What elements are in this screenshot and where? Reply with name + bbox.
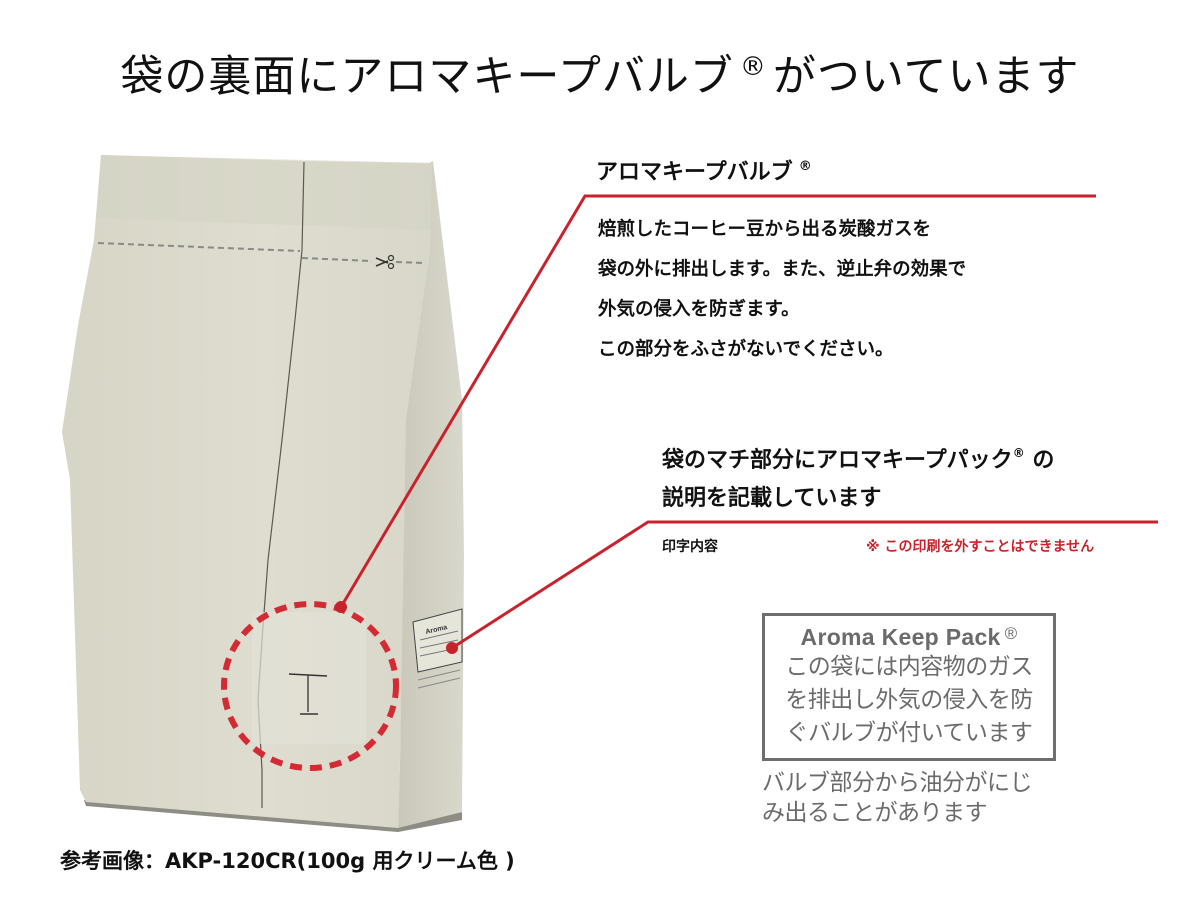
valve-highlight-circle [221,601,399,771]
bag-front-panel [62,155,432,828]
tear-line [97,242,301,252]
gusset-heading-pre: 袋のマチ部分にアロマキープパック [662,448,1013,473]
page-title: 袋の裏面にアロマキープバルブ®がついています [0,42,1200,104]
aroma-keep-pack-box: Aroma Keep Pack® この袋には内容物のガス を排出し外気の侵入を防… [762,613,1056,761]
valve-description: 焙煎したコーヒー豆から出る炭酸ガスを 袋の外に排出します。また、逆止弁の効果で … [598,210,966,370]
gusset-callout-dot [446,642,458,654]
valve-line-2: 袋の外に排出します。また、逆止弁の効果で [598,259,967,280]
valve-patch [252,612,366,744]
akp-note-line-1: バルブ部分から油分がにじ [762,770,1033,796]
valve-heading-reg: ® [798,159,812,174]
gusset-callout-line [446,520,1158,654]
bag-seam-line [257,161,305,808]
gusset-heading-reg: ® [1012,446,1025,460]
image-caption: 参考画像：AKP-120CR(100g 用クリーム色 ) [60,849,515,873]
scissors-icon [375,254,395,270]
title-main: 袋の裏面にアロマキープバルブ [120,52,734,102]
gusset-heading-line-2: 説明を記載しています [662,486,882,511]
svg-text:Aroma: Aroma [425,624,448,636]
valve-heading: アロマキープバルブ ® [596,154,812,186]
akp-title-reg: ® [1004,624,1018,643]
valve-heading-text: アロマキープバルブ [596,160,793,185]
akp-line-3: ぐバルブが付いています [785,720,1033,746]
gusset-heading-post: の [1024,448,1055,473]
side-print-label: Aroma [412,608,463,689]
akp-title: Aroma Keep Pack® [765,624,1053,651]
valve-callout-line [335,194,1096,613]
akp-title-text: Aroma Keep Pack [800,624,1001,650]
akp-note: バルブ部分から油分がにじ み出ることがあります [762,768,1033,828]
valve-line-3: 外気の侵入を防ぎます。 [598,299,800,320]
gusset-heading: 袋のマチ部分にアロマキープパック® の 説明を記載しています [662,434,1054,518]
akp-note-line-2: み出ることがあります [762,800,988,826]
print-warning: ※ この印刷を外すことはできません [866,539,1095,555]
print-content-label: 印字内容 [662,539,718,555]
title-registered-mark: ® [739,52,767,82]
valve-line-4: この部分をふさがないでください。 [598,339,894,360]
title-tail: がついています [772,52,1080,102]
akp-line-2: を排出し外気の侵入を防 [785,687,1033,713]
valve-line-1: 焙煎したコーヒー豆から出る炭酸ガスを [598,219,932,240]
akp-line-1: この袋には内容物のガス [785,654,1033,680]
gusset-heading-line-1: 袋のマチ部分にアロマキープパック® の [662,434,1054,480]
valve-callout-dot [335,601,347,613]
